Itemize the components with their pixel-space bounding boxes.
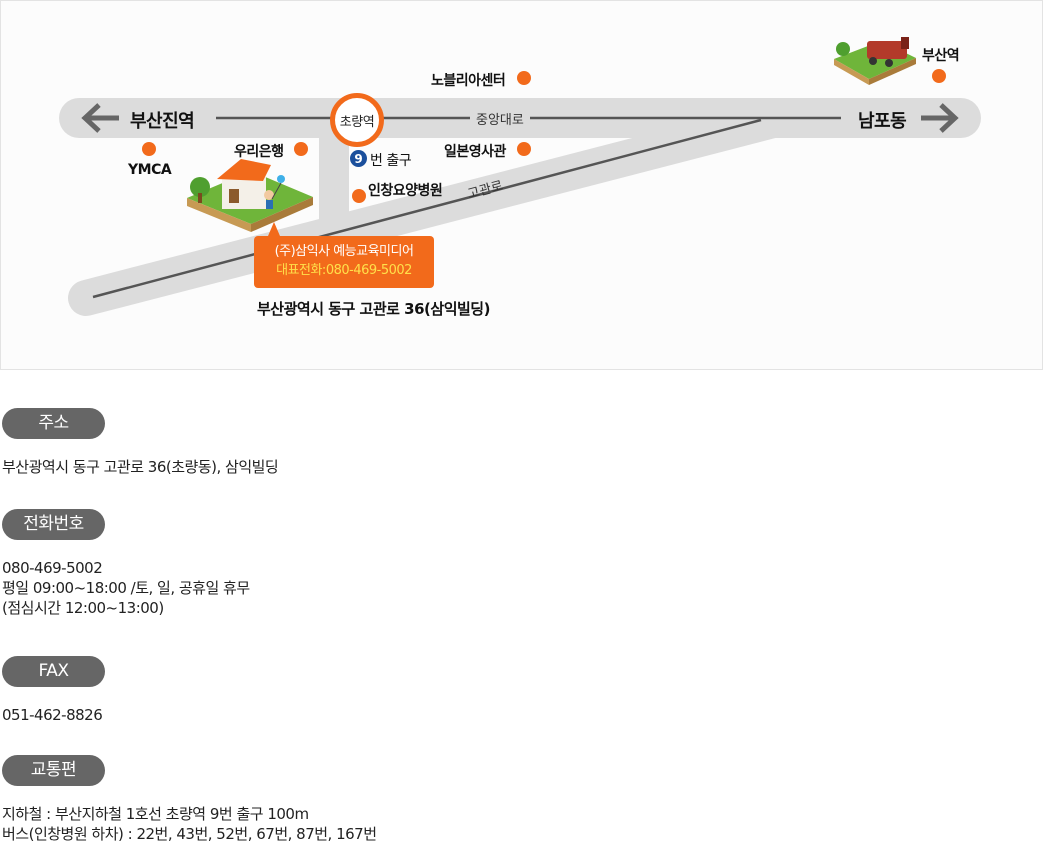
road-main-label: 중앙대로 — [470, 109, 530, 128]
fax-section: FAX 051-462-8826 — [2, 656, 105, 725]
phone-number: 080-469-5002 — [2, 559, 103, 577]
company-callout: (주)삼익사 예능교육미디어 대표전화:080-469-5002 — [254, 222, 434, 288]
transport-text: 지하철 : 부산지하철 1호선 초량역 9번 출구 100m 버스(인창병원 하… — [2, 804, 377, 844]
landmark-hospital: 인창요양병원 — [368, 183, 443, 199]
address-section: 주소 부산광역시 동구 고관로 36(초량동), 삼익빌딩 — [2, 408, 279, 477]
fax-number: 051-462-8826 — [2, 706, 103, 724]
bus-info: 버스(인창병원 하차) : 22번, 43번, 52번, 67번, 87번, 1… — [2, 825, 377, 843]
busan-station-train-icon — [834, 37, 916, 85]
phone-pill: 전화번호 — [2, 509, 105, 540]
location-map: 부산진역 남포동 중앙대로 고관로 초량역 9 번 출구 노블리아센터 YMCA… — [0, 0, 1043, 370]
callout-phone: 대표전화:080-469-5002 — [276, 263, 412, 278]
arrow-left-icon — [81, 103, 119, 133]
fax-text: 051-462-8826 — [2, 705, 105, 725]
arrow-right-icon — [921, 103, 959, 133]
east-dong-label: 남포동 — [858, 111, 907, 132]
address-pill: 주소 — [2, 408, 105, 439]
address-text: 부산광역시 동구 고관로 36(초량동), 삼익빌딩 — [2, 457, 279, 477]
address-line: 부산광역시 동구 고관로 36(초량동), 삼익빌딩 — [2, 458, 279, 476]
landmark-novelia: 노블리아센터 — [431, 73, 506, 89]
phone-section: 전화번호 080-469-5002 평일 09:00~18:00 /토, 일, … — [2, 509, 250, 618]
landmark-japan: 일본영사관 — [444, 144, 506, 160]
landmark-woori-dot — [294, 142, 308, 156]
landmark-busan-station: 부산역 — [922, 48, 960, 64]
subway-info: 지하철 : 부산지하철 1호선 초량역 9번 출구 100m — [2, 805, 309, 823]
exit-label: 번 출구 — [370, 153, 412, 169]
landmark-novelia-dot — [517, 71, 531, 85]
phone-text: 080-469-5002 평일 09:00~18:00 /토, 일, 공휴일 휴… — [2, 558, 250, 618]
exit-number-badge: 9 — [350, 150, 367, 167]
landmark-ymca: YMCA — [128, 162, 172, 178]
fax-pill: FAX — [2, 656, 105, 687]
west-station-label: 부산진역 — [130, 111, 195, 132]
gogwan-road-centerline — [92, 118, 762, 299]
landmark-ymca-dot — [142, 142, 156, 156]
landmark-hospital-dot — [352, 189, 366, 203]
map-address-caption: 부산광역시 동구 고관로 36(삼익빌딩) — [257, 300, 490, 318]
callout-company-name: (주)삼익사 예능교육미디어 — [274, 244, 414, 259]
choryang-station-marker[interactable]: 초량역 — [330, 93, 384, 147]
company-building-icon — [187, 159, 313, 232]
business-hours: 평일 09:00~18:00 /토, 일, 공휴일 휴무 — [2, 579, 250, 597]
landmark-japan-dot — [517, 142, 531, 156]
lunch-hours: (점심시간 12:00~13:00) — [2, 599, 164, 617]
road-graphics — [59, 37, 981, 316]
transport-section: 교통편 지하철 : 부산지하철 1호선 초량역 9번 출구 100m 버스(인창… — [2, 755, 377, 844]
landmark-woori: 우리은행 — [234, 144, 284, 160]
transport-pill: 교통편 — [2, 755, 105, 786]
landmark-busan-station-dot — [932, 69, 946, 83]
